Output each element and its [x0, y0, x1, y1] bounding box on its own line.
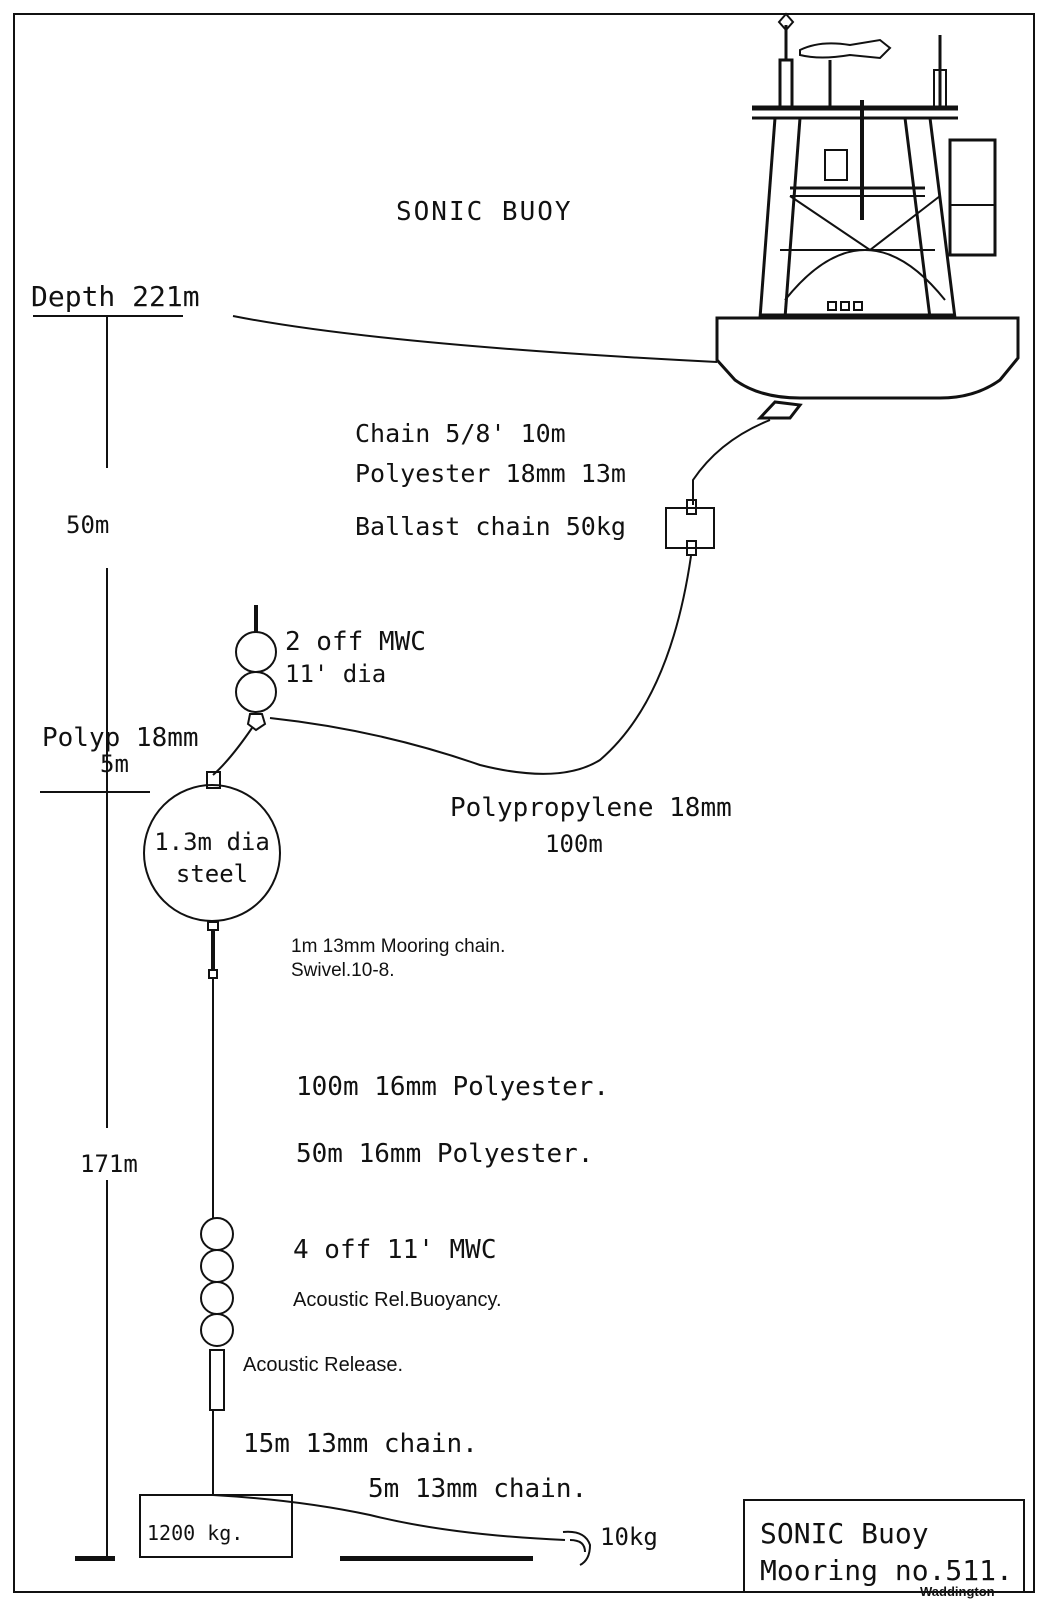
mooring-chain-label-1: 1m 13mm Mooring chain. — [291, 936, 505, 957]
upper-chain-line — [692, 419, 771, 505]
title-block-line-1: SONIC Buoy — [760, 1517, 929, 1550]
polyp-label-2: 5m — [100, 750, 129, 778]
polyester-50-label: 50m 16mm Polyester. — [296, 1139, 593, 1169]
upper-depth-label: 50m — [66, 511, 109, 539]
mwc-lower-floats — [200, 1217, 234, 1347]
depth-label: Depth 221m — [31, 280, 200, 313]
ballast-label: Ballast chain 50kg — [355, 512, 626, 541]
polyp-line — [212, 727, 253, 776]
sphere-label-2: steel — [176, 860, 248, 888]
buoy-structure — [715, 12, 1020, 420]
weight-10kg-label: 10kg — [600, 1523, 658, 1551]
mwc-top-label-2: 11' dia — [285, 660, 386, 688]
polyp-label-1: Polyp 18mm — [42, 723, 199, 753]
title-block — [743, 1499, 1025, 1593]
mooring-chain-label-2: Swivel.10-8. — [291, 960, 395, 981]
polyester-100-label: 100m 16mm Polyester. — [296, 1072, 609, 1102]
chain-5-label: 5m 13mm chain. — [368, 1474, 587, 1504]
water-surface — [232, 315, 718, 363]
acoustic-rel-buoyancy-label: Acoustic Rel.Buoyancy. — [293, 1289, 502, 1311]
diagram-title: SONIC BUOY — [396, 197, 573, 227]
ground-chain — [212, 1494, 566, 1541]
chain-15-label: 15m 13mm chain. — [243, 1429, 478, 1459]
ballast-box — [665, 507, 715, 549]
depth-scale — [33, 315, 183, 1556]
mwc-top-label-1: 2 off MWC — [285, 627, 426, 657]
lower-depth-label: 171m — [80, 1150, 138, 1178]
acoustic-release-label: Acoustic Release. — [243, 1354, 403, 1376]
polypropylene-label-2: 100m — [545, 830, 603, 858]
drawing-frame — [13, 13, 1035, 1593]
chain-label: Chain 5/8' 10m — [355, 419, 566, 448]
title-block-line-2: Mooring no.511. — [760, 1554, 1013, 1587]
polyester-upper-label: Polyester 18mm 13m — [355, 459, 626, 488]
polypropylene-label-1: Polypropylene 18mm — [450, 793, 732, 823]
mwc-top-floats — [235, 605, 277, 732]
anchor-label: 1200 kg. — [147, 1521, 243, 1545]
polypropylene-line — [269, 555, 692, 775]
mwc-4-label: 4 off 11' MWC — [293, 1235, 497, 1265]
title-block-author: Waddington — [920, 1584, 995, 1599]
weight-10kg — [562, 1530, 592, 1566]
acoustic-release — [209, 1349, 225, 1411]
seabed-mark-left — [75, 1556, 115, 1561]
sphere-label-1: 1.3m dia — [154, 828, 270, 856]
seabed-mark-right — [340, 1556, 533, 1561]
